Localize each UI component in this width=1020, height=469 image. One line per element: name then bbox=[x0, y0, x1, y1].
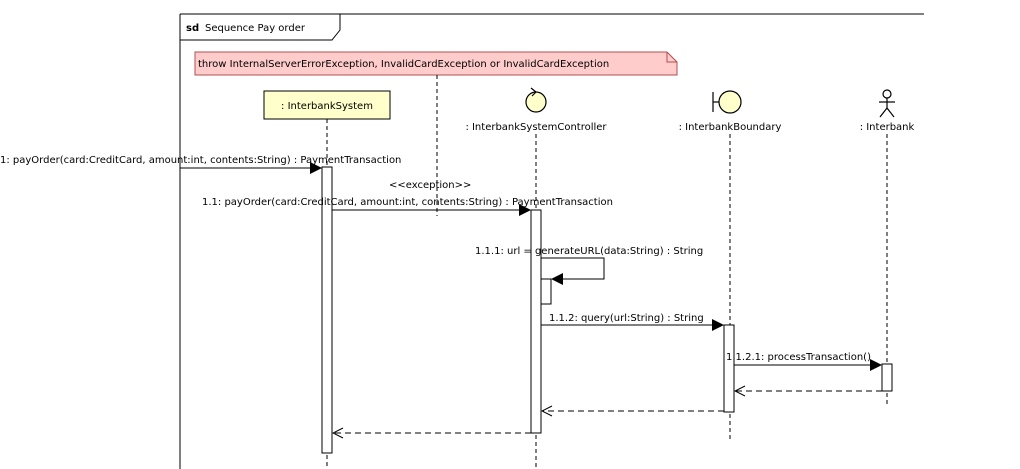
control-icon bbox=[525, 91, 547, 113]
lifeline-interbank-system: : InterbankSystem bbox=[263, 90, 391, 469]
lifeline-boundary: : InterbankBoundary bbox=[679, 90, 782, 440]
message-1-1-2: 1.1.2: query(url:String) : String bbox=[541, 313, 724, 331]
frame-title-tab bbox=[180, 14, 341, 41]
message-1-1: <<exception>> 1.1: payOrder(card:CreditC… bbox=[202, 180, 613, 216]
message-label: 1: payOrder(card:CreditCard, amount:int,… bbox=[0, 155, 401, 166]
frame-keyword: sd bbox=[186, 23, 199, 34]
message-stereotype: <<exception>> bbox=[389, 180, 471, 191]
message-label: 1.1.2: query(url:String) : String bbox=[549, 313, 704, 324]
activation-bar bbox=[723, 324, 735, 413]
message-1-1-1: 1.1.1: url = generateURL(data:String) : … bbox=[475, 246, 703, 285]
lifeline-label: : Interbank bbox=[860, 122, 915, 133]
message-1-1-2-1: 1.1.2.1: processTransaction() bbox=[726, 352, 882, 371]
message-label: 1.1.1: url = generateURL(data:String) : … bbox=[475, 246, 703, 257]
lifeline-controller: : InterbankSystemController bbox=[465, 87, 607, 469]
actor-icon bbox=[879, 89, 895, 118]
activation-bar bbox=[881, 363, 893, 392]
message-label: 1.1: payOrder(card:CreditCard, amount:in… bbox=[202, 197, 613, 208]
self-activation-bar bbox=[540, 278, 552, 305]
activation-bar bbox=[530, 209, 542, 434]
frame-title: Sequence Pay order bbox=[205, 23, 306, 34]
lifeline-head-box bbox=[263, 90, 391, 120]
note-fold bbox=[666, 52, 677, 63]
lifeline-interbank: : Interbank bbox=[860, 89, 915, 405]
message-1: 1: payOrder(card:CreditCard, amount:int,… bbox=[0, 155, 401, 174]
note-shape bbox=[194, 51, 678, 76]
note-text: throw InternalServerErrorException, Inva… bbox=[198, 59, 609, 70]
message-label: 1.1.2.1: processTransaction() bbox=[726, 352, 871, 363]
exception-note: throw InternalServerErrorException, Inva… bbox=[194, 51, 678, 76]
boundary-icon bbox=[718, 90, 742, 114]
activation-bar bbox=[321, 166, 333, 454]
message-arrow bbox=[541, 257, 605, 285]
sd-frame: sd Sequence Pay order bbox=[179, 13, 924, 469]
lifeline-label: : InterbankSystem bbox=[281, 101, 373, 112]
control-icon-arrow bbox=[530, 87, 537, 97]
lifeline-label: : InterbankSystemController bbox=[465, 122, 607, 133]
lifeline-label: : InterbankBoundary bbox=[679, 122, 782, 133]
